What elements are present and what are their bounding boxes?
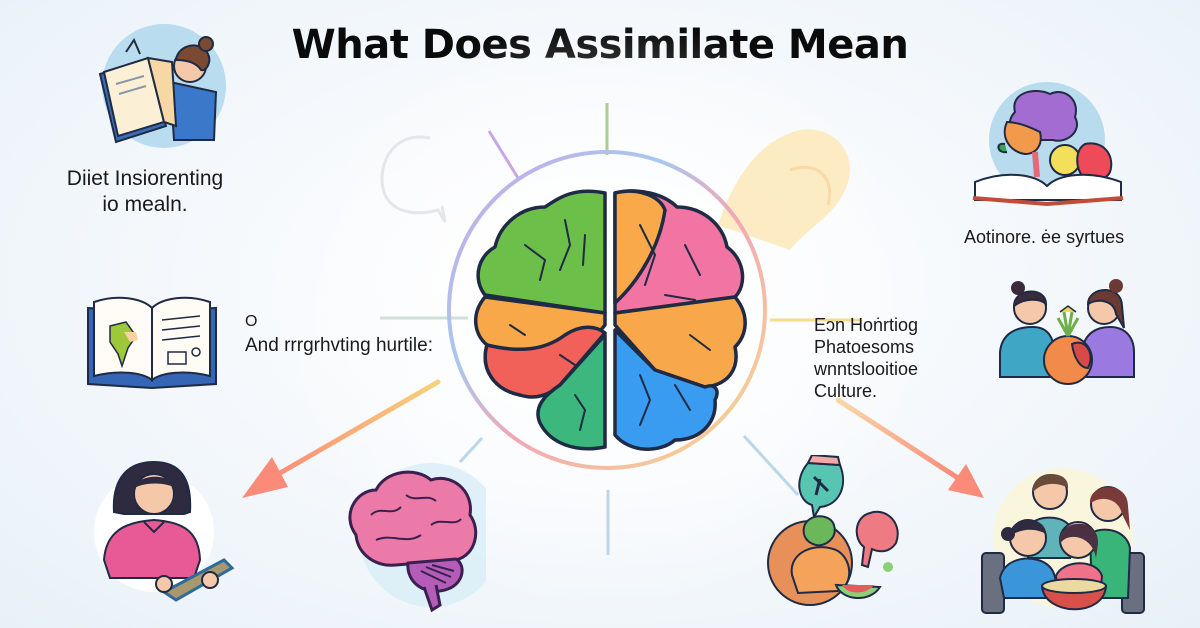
label-middle-right-line1: Eɔn Hoṅrtiog [814,315,919,335]
arrow-right-icon [948,464,984,498]
label-top-left: Diiet Insiorenting io mealn. [40,166,250,218]
arrow-left-icon [242,457,288,498]
label-middle-right-line2: Phatoesoms [814,337,915,357]
central-brain-illustration [474,189,747,451]
brain-fruits-book-illustration [972,82,1124,207]
label-middle-left: O And rrrgrhvting hurtile: [245,310,433,358]
pink-brain-illustration [348,463,486,613]
faint-bubble-icon [380,135,447,223]
label-middle-right: Eɔn Hoṅrtiog Phatoesoms wnntslooitioe Cu… [814,314,918,402]
label-middle-left-text: And rrrgrhvting hurtile: [245,335,433,356]
woman-with-tablet-illustration [94,460,235,602]
label-top-left-line2: io mealn. [102,193,188,216]
open-book-map-illustration [87,296,217,390]
family-with-bowl-illustration [981,468,1145,614]
label-top-left-line1: Diiet Insiorenting [66,167,224,190]
label-middle-right-line4: Culture. [814,381,878,401]
person-reading-book-illustration [98,24,226,148]
food-items-illustration [767,455,899,606]
label-middle-right-line3: wnntslooitioe [814,359,919,379]
label-top-right: Aotinore. ėe syrtues [964,227,1125,247]
label-middle-left-mark: O [245,313,258,330]
two-women-sharing-food-illustration [999,279,1135,385]
